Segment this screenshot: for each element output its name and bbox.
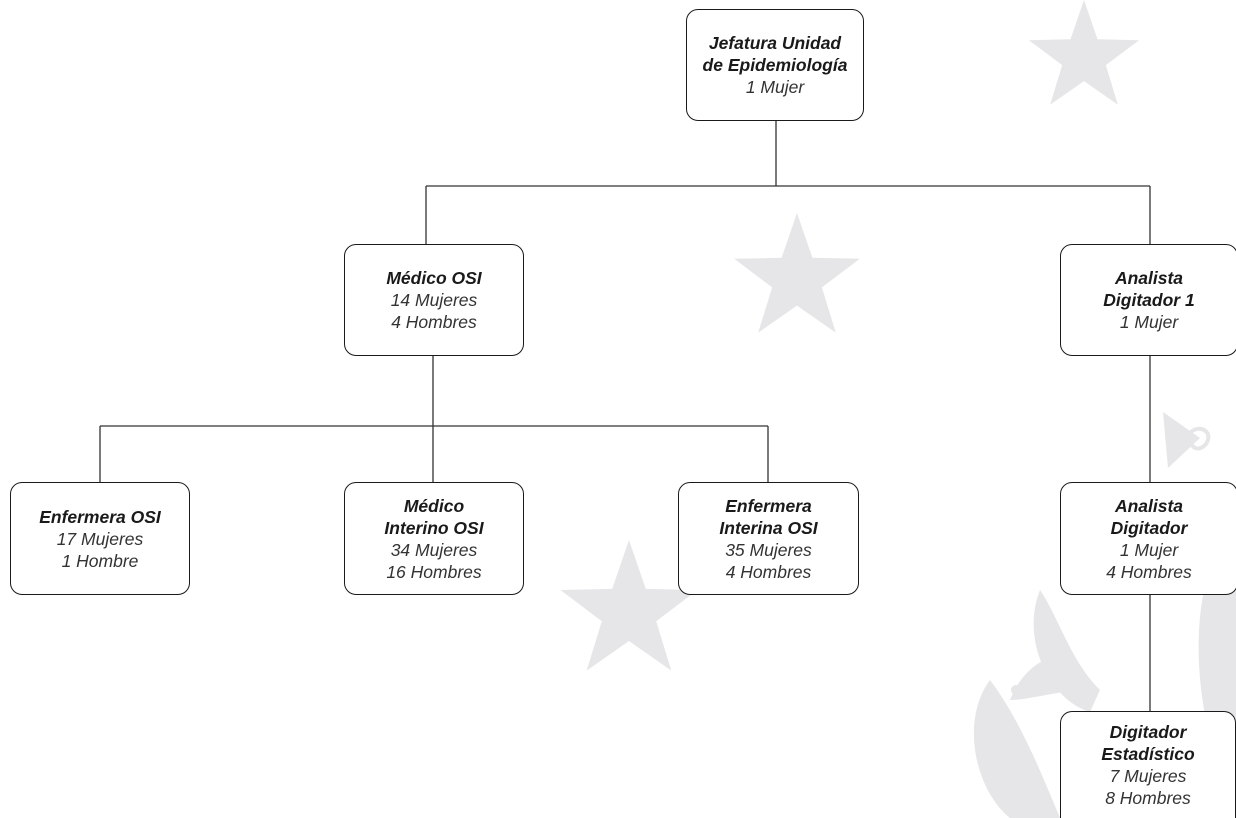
node-title: Estadístico bbox=[1101, 744, 1195, 764]
node-count: 34 Mujeres bbox=[390, 539, 478, 560]
node-enfermera-interina-osi: Enfermera Interina OSI 35 Mujeres 4 Homb… bbox=[678, 482, 859, 595]
node-analista-digitador: Analista Digitador 1 Mujer 4 Hombres bbox=[1060, 482, 1236, 595]
node-title: Interina OSI bbox=[719, 517, 818, 538]
node-count: 7 Mujeres bbox=[1109, 766, 1187, 786]
node-digitador-estadistico: Digitador Estadístico 7 Mujeres 8 Hombre… bbox=[1060, 711, 1236, 818]
node-title: Digitador bbox=[1110, 517, 1188, 538]
node-count: 4 Hombres bbox=[725, 561, 812, 582]
node-count: 4 Hombres bbox=[1106, 561, 1192, 582]
node-title: Digitador 1 bbox=[1103, 290, 1195, 310]
node-count: 8 Hombres bbox=[1105, 788, 1191, 808]
node-medico-interino-osi: Médico Interino OSI 34 Mujeres 16 Hombre… bbox=[344, 482, 524, 595]
node-title: Enfermera OSI bbox=[39, 506, 161, 527]
node-enfermera-osi: Enfermera OSI 17 Mujeres 1 Hombre bbox=[10, 482, 190, 595]
node-analista-digitador-1: Analista Digitador 1 1 Mujer bbox=[1060, 244, 1236, 356]
node-title: Analista bbox=[1114, 495, 1184, 516]
node-count: 1 Mujer bbox=[745, 77, 805, 97]
node-title: de Epidemiología bbox=[702, 55, 848, 75]
background-decoration bbox=[560, 0, 1236, 818]
star-icon bbox=[560, 540, 698, 671]
connector-lines bbox=[99, 121, 1151, 711]
node-count: 1 Hombre bbox=[61, 550, 139, 571]
node-count: 1 Mujer bbox=[1119, 312, 1179, 332]
node-title: Médico OSI bbox=[386, 268, 482, 288]
node-count: 4 Hombres bbox=[391, 312, 477, 332]
node-count: 35 Mujeres bbox=[725, 539, 812, 560]
star-icon bbox=[734, 213, 860, 333]
node-jefatura: Jefatura Unidad de Epidemiología 1 Mujer bbox=[686, 9, 864, 121]
star-icon bbox=[1029, 0, 1139, 105]
node-count: 1 Mujer bbox=[1119, 539, 1179, 560]
node-title: Digitador bbox=[1109, 722, 1187, 742]
node-title: Médico bbox=[403, 495, 465, 516]
node-count: 16 Hombres bbox=[386, 561, 482, 582]
node-count: 14 Mujeres bbox=[390, 290, 478, 310]
node-title: Interino OSI bbox=[384, 517, 484, 538]
node-title: Analista bbox=[1114, 268, 1184, 288]
node-count: 17 Mujeres bbox=[56, 528, 144, 549]
node-medico-osi: Médico OSI 14 Mujeres 4 Hombres bbox=[344, 244, 524, 356]
node-title: Enfermera bbox=[725, 495, 812, 516]
node-title: Jefatura Unidad bbox=[708, 33, 842, 53]
